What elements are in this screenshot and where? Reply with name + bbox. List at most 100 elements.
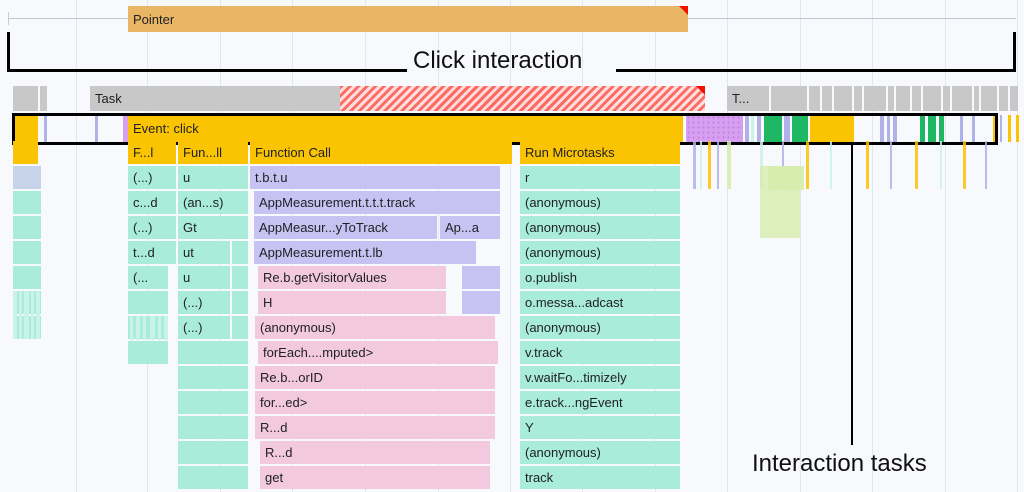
- micro-block[interactable]: [1010, 86, 1018, 111]
- flame-cell[interactable]: AppMeasurement.t.lb: [254, 241, 476, 264]
- micro-block[interactable]: [1016, 115, 1019, 142]
- flame-cell[interactable]: (an...s): [178, 191, 248, 214]
- flame-cell[interactable]: (...): [178, 291, 230, 314]
- flame-cell-unlabeled[interactable]: [232, 266, 248, 289]
- micro-block[interactable]: [920, 115, 925, 142]
- micro-block[interactable]: [784, 115, 790, 142]
- flame-cell[interactable]: (anonymous): [520, 241, 680, 264]
- micro-block[interactable]: [822, 86, 832, 111]
- flame-cell-unlabeled[interactable]: [13, 266, 41, 289]
- flame-cell[interactable]: forEach....mputed>: [258, 341, 498, 364]
- flame-cell[interactable]: get: [260, 466, 490, 489]
- flame-cell[interactable]: e.track...ngEvent: [520, 391, 680, 414]
- micro-block[interactable]: [928, 115, 936, 142]
- micro-block[interactable]: [1008, 115, 1011, 142]
- micro-block[interactable]: [854, 86, 862, 111]
- flame-cell-unlabeled[interactable]: [462, 291, 500, 314]
- micro-block[interactable]: [974, 86, 979, 111]
- flame-cell[interactable]: Ap...a: [440, 216, 500, 239]
- flame-cell[interactable]: u: [178, 166, 248, 189]
- flame-cell[interactable]: (...): [178, 316, 230, 339]
- micro-block[interactable]: [880, 115, 884, 142]
- flame-cell[interactable]: Function Call: [250, 141, 512, 164]
- flame-cell-unlabeled[interactable]: [178, 341, 248, 364]
- flame-cell-unlabeled[interactable]: [178, 391, 248, 414]
- flame-cell-unlabeled[interactable]: [178, 366, 248, 389]
- flame-cell[interactable]: Run Microtasks: [520, 141, 680, 164]
- micro-block[interactable]: [952, 86, 972, 111]
- flame-cell[interactable]: (...: [128, 266, 168, 289]
- micro-block[interactable]: [792, 115, 808, 142]
- flame-cell[interactable]: AppMeasurement.t.t.t.track: [254, 191, 500, 214]
- flame-cell[interactable]: track: [520, 466, 680, 489]
- flame-cell[interactable]: (anonymous): [520, 316, 680, 339]
- task-block[interactable]: [809, 86, 820, 111]
- flame-cell[interactable]: ut: [178, 241, 230, 264]
- flame-cell[interactable]: Re.b.getVisitorValues: [258, 266, 446, 289]
- micro-block[interactable]: [896, 86, 910, 111]
- flame-cell[interactable]: v.waitFo...timizely: [520, 366, 680, 389]
- micro-block[interactable]: [943, 86, 950, 111]
- flame-cell[interactable]: F...l: [128, 141, 176, 164]
- micro-block[interactable]: [993, 115, 996, 142]
- flame-cell-unlabeled[interactable]: [13, 241, 41, 264]
- task-block[interactable]: [40, 86, 47, 111]
- flame-cell-unlabeled[interactable]: [13, 166, 41, 189]
- flame-cell[interactable]: u: [178, 266, 230, 289]
- flame-cell[interactable]: (anonymous): [520, 191, 680, 214]
- micro-block[interactable]: [764, 115, 782, 142]
- micro-block[interactable]: [893, 115, 897, 142]
- flame-cell-unlabeled[interactable]: [232, 316, 248, 339]
- event-click-bar[interactable]: Event: click: [128, 115, 683, 142]
- micro-block[interactable]: [923, 86, 941, 111]
- micro-block[interactable]: [960, 115, 963, 142]
- flame-cell-unlabeled[interactable]: [128, 316, 168, 339]
- task-block[interactable]: [13, 86, 38, 111]
- flame-cell-unlabeled[interactable]: [462, 266, 500, 289]
- flame-cell[interactable]: (anonymous): [520, 441, 680, 464]
- flame-cell[interactable]: o.publish: [520, 266, 680, 289]
- flame-cell[interactable]: t.b.t.u: [250, 166, 500, 189]
- flame-cell-unlabeled[interactable]: [13, 141, 38, 164]
- flame-cell-unlabeled[interactable]: [232, 241, 248, 264]
- flame-cell-unlabeled[interactable]: [232, 291, 248, 314]
- micro-block[interactable]: [864, 86, 886, 111]
- flame-cell-unlabeled[interactable]: [178, 416, 248, 439]
- micro-block[interactable]: [834, 86, 852, 111]
- flame-cell[interactable]: o.messa...adcast: [520, 291, 680, 314]
- flame-cell-unlabeled[interactable]: [178, 466, 248, 489]
- flame-cell[interactable]: H: [258, 291, 446, 314]
- flame-cell[interactable]: for...ed>: [255, 391, 495, 414]
- flame-cell-unlabeled[interactable]: [128, 291, 168, 314]
- flame-cell[interactable]: R...d: [255, 416, 495, 439]
- flame-cell[interactable]: (anonymous): [520, 216, 680, 239]
- task-block-truncated[interactable]: T...: [727, 86, 769, 111]
- micro-block[interactable]: [888, 86, 894, 111]
- micro-block[interactable]: [887, 115, 890, 142]
- event-block[interactable]: [13, 115, 38, 142]
- micro-block[interactable]: [745, 115, 749, 142]
- flame-cell[interactable]: Y: [520, 416, 680, 439]
- flame-cell[interactable]: Fun...ll: [178, 141, 248, 164]
- micro-block[interactable]: [751, 115, 754, 142]
- micro-block[interactable]: [1000, 115, 1002, 142]
- flame-cell-unlabeled[interactable]: [178, 441, 248, 464]
- flame-cell[interactable]: t...d: [128, 241, 176, 264]
- micro-block[interactable]: [999, 86, 1008, 111]
- flame-cell[interactable]: (anonymous): [255, 316, 495, 339]
- flame-cell[interactable]: v.track: [520, 341, 680, 364]
- interaction-pointer-bar[interactable]: Pointer: [128, 6, 688, 32]
- micro-block[interactable]: [939, 115, 944, 142]
- flame-cell[interactable]: (...): [128, 166, 176, 189]
- flame-cell[interactable]: r: [520, 166, 680, 189]
- flame-cell[interactable]: Gt: [178, 216, 248, 239]
- flame-cell[interactable]: R...d: [260, 441, 490, 464]
- flame-cell-unlabeled[interactable]: [13, 216, 41, 239]
- micro-block[interactable]: [757, 115, 761, 142]
- micro-block[interactable]: [912, 86, 921, 111]
- flame-cell[interactable]: AppMeasur...yToTrack: [254, 216, 437, 239]
- long-task-bar[interactable]: Task: [90, 86, 340, 111]
- flame-cell-unlabeled[interactable]: [13, 191, 41, 214]
- flame-cell-unlabeled[interactable]: [128, 341, 168, 364]
- event-render-bar[interactable]: [686, 115, 743, 142]
